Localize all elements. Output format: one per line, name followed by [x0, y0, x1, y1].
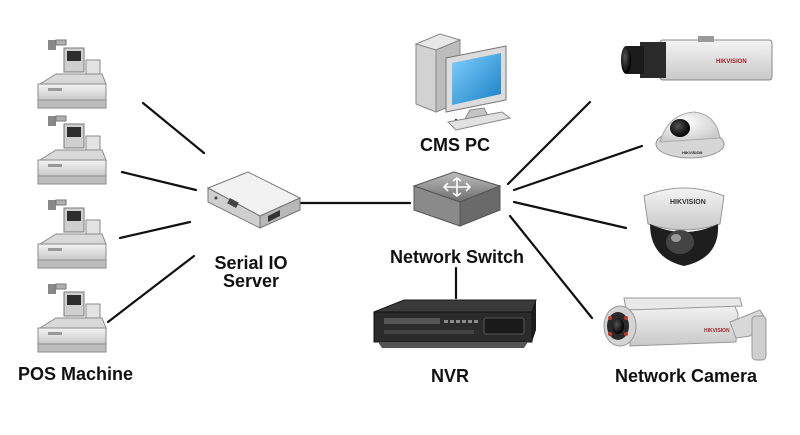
link-switch-cam1 — [506, 100, 592, 186]
pos-terminal-icon — [37, 283, 107, 353]
camera-brand-text: HIKVISION — [704, 328, 730, 334]
serial-io-label-line1: Serial IO — [214, 253, 288, 273]
link-pos3-serial — [118, 220, 192, 240]
pos-terminal-icon — [37, 39, 107, 109]
link-pos2-serial — [120, 170, 198, 192]
camera-brand-text: HIKVISION — [670, 199, 706, 206]
box-camera-icon: HIKVISION — [621, 36, 773, 81]
link-switch-cam3 — [512, 200, 628, 230]
network-switch-label: Network Switch — [389, 247, 525, 267]
network-camera-label: Network Camera — [614, 366, 758, 386]
serial-io-server-label: Serial IO Server — [196, 254, 306, 290]
nvr-recorder-icon — [373, 299, 537, 348]
dome-camera-icon: HIKVISION — [643, 187, 725, 266]
serial-server-icon — [206, 171, 302, 229]
pos-terminal-icon — [37, 115, 107, 185]
connection-lines — [106, 100, 644, 324]
pos-machine-label: POS Machine — [18, 364, 134, 384]
cms-pc-label: CMS PC — [419, 135, 490, 155]
link-pos4-serial — [106, 254, 196, 324]
camera-brand-text: HIKVISION — [682, 150, 703, 155]
link-switch-cam4 — [508, 214, 594, 320]
camera-brand-text: HIKVISION — [716, 59, 747, 65]
link-pos1-serial — [141, 101, 206, 155]
bullet-camera-icon: HIKVISION — [603, 297, 767, 361]
nvr-label: NVR — [430, 366, 469, 386]
desktop-pc-icon — [414, 33, 512, 131]
mini-dome-camera-icon: HIKVISION — [655, 111, 725, 159]
pos-terminal-icon — [37, 199, 107, 269]
network-switch-icon — [412, 171, 502, 227]
link-switch-cam2 — [512, 144, 644, 192]
serial-io-label-line2: Server — [222, 271, 280, 291]
